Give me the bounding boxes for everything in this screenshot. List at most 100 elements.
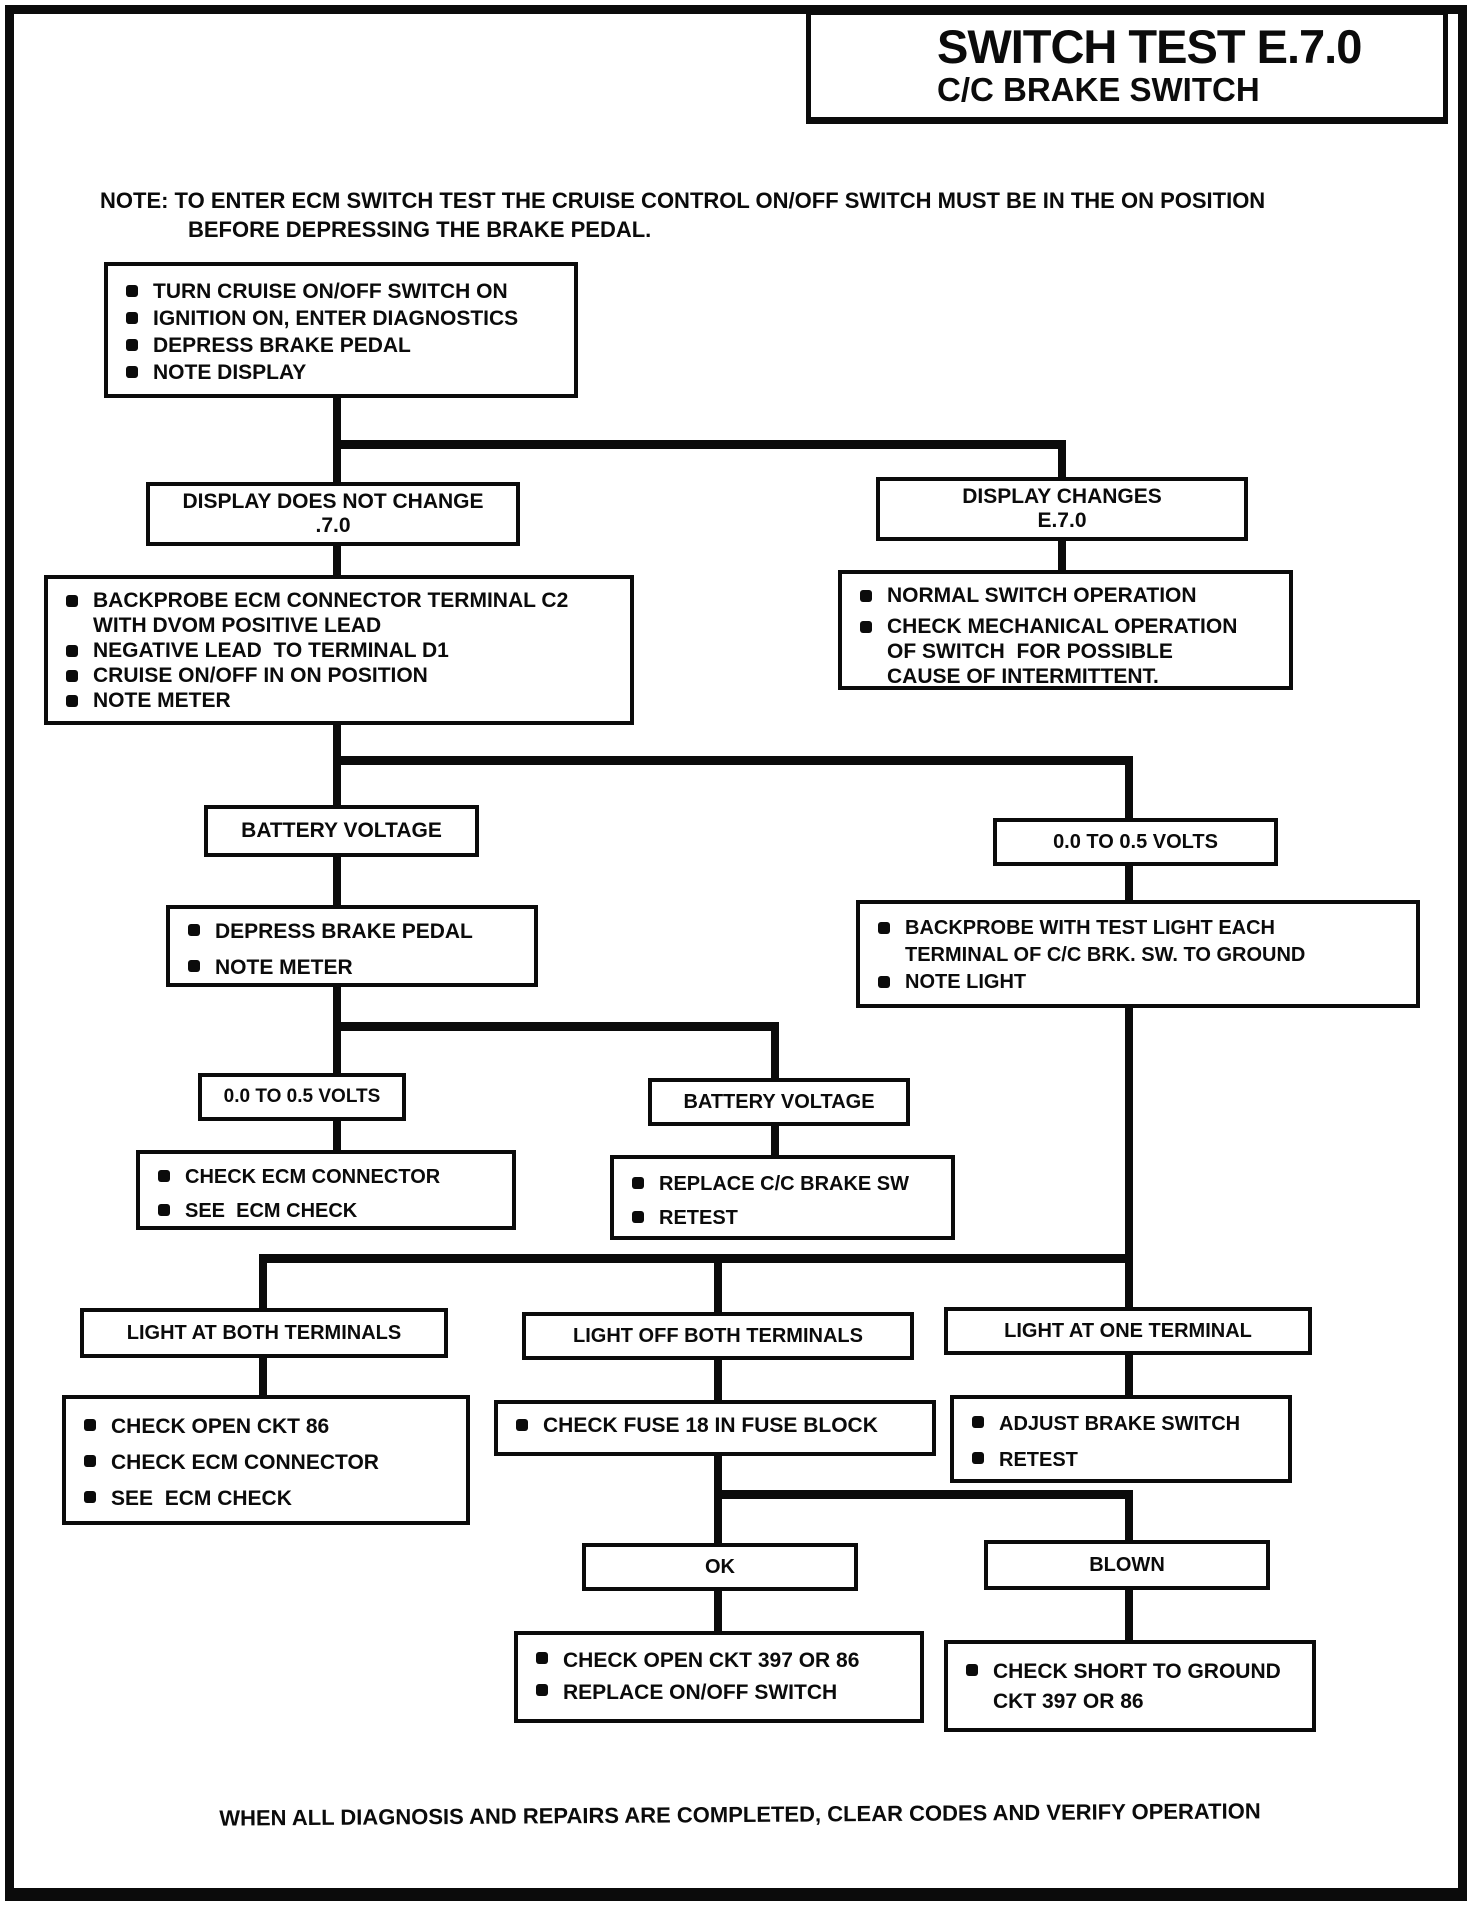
note: NOTE: TO ENTER ECM SWITCH TEST THE CRUIS… — [100, 186, 1265, 244]
bullet-item: NOTE LIGHT — [878, 969, 1402, 996]
connector-line — [1125, 1588, 1133, 1643]
bullet-item: SEE ECM CHECK — [84, 1484, 452, 1514]
bullet-icon — [188, 924, 200, 936]
bullet-icon — [66, 670, 78, 682]
bullet-icon — [632, 1177, 644, 1189]
bullet-item: DEPRESS BRAKE PEDAL — [126, 332, 560, 359]
bullet-icon — [536, 1684, 548, 1696]
bullet-item: RETEST — [972, 1445, 1274, 1475]
node-battery-voltage-2: BATTERY VOLTAGE — [648, 1078, 910, 1126]
bullet-icon — [516, 1419, 528, 1431]
connector-line — [1125, 1254, 1133, 1310]
connector-line — [714, 1358, 722, 1403]
node-depress-brake-pedal: DEPRESS BRAKE PEDAL NOTE METER — [166, 905, 538, 987]
bullet-icon — [126, 285, 138, 297]
node-low-volts-2: 0.0 TO 0.5 VOLTS — [198, 1073, 406, 1121]
connector-line — [259, 1254, 267, 1311]
node-blown: BLOWN — [984, 1540, 1270, 1590]
bullet-item: REPLACE ON/OFF SWITCH — [536, 1677, 906, 1709]
bullet-icon — [158, 1204, 170, 1216]
bullet-item: CHECK ECM CONNECTOR — [158, 1163, 498, 1191]
bullet-item: SEE ECM CHECK — [158, 1197, 498, 1225]
bullet-item: REPLACE C/C BRAKE SW — [632, 1170, 937, 1198]
bullet-item: NEGATIVE LEAD TO TERMINAL D1 — [66, 638, 616, 663]
node-start: TURN CRUISE ON/OFF SWITCH ON IGNITION ON… — [104, 262, 578, 398]
bullet-item: CHECK OPEN CKT 86 — [84, 1412, 452, 1442]
bullet-icon — [972, 1416, 984, 1428]
connector-line — [259, 1356, 267, 1398]
connector-line — [1125, 1353, 1133, 1398]
bullet-icon — [972, 1452, 984, 1464]
bullet-item: CHECK OPEN CKT 397 OR 86 — [536, 1645, 906, 1677]
bullet-item: CRUISE ON/OFF IN ON POSITION — [66, 663, 616, 688]
connector-line — [259, 1254, 1133, 1263]
title-box: SWITCH TEST E.7.0 C/C BRAKE SWITCH — [806, 10, 1448, 124]
bullet-icon — [188, 960, 200, 972]
connector-line — [333, 853, 341, 908]
bullet-icon — [632, 1211, 644, 1223]
node-check-open-ckt-86: CHECK OPEN CKT 86 CHECK ECM CONNECTOR SE… — [62, 1395, 470, 1525]
connector-line — [1058, 539, 1066, 573]
connector-line — [333, 394, 341, 482]
node-check-open-ckt-397: CHECK OPEN CKT 397 OR 86 REPLACE ON/OFF … — [514, 1631, 924, 1723]
connector-line — [714, 1254, 722, 1315]
bullet-icon — [878, 922, 890, 934]
bullet-icon — [878, 976, 890, 988]
bullet-icon — [158, 1170, 170, 1182]
node-check-ecm-connector: CHECK ECM CONNECTOR SEE ECM CHECK — [136, 1150, 516, 1230]
bullet-item: TURN CRUISE ON/OFF SWITCH ON — [126, 278, 560, 305]
node-display-changes: DISPLAY CHANGES E.7.0 — [876, 477, 1248, 541]
bullet-icon — [84, 1419, 96, 1431]
bullet-item: NOTE METER — [66, 688, 616, 713]
bullet-item: DEPRESS BRAKE PEDAL — [188, 917, 520, 947]
connector-line — [1125, 1490, 1133, 1543]
node-battery-voltage-1: BATTERY VOLTAGE — [204, 805, 479, 857]
node-ok: OK — [582, 1543, 858, 1591]
bullet-item: NORMAL SWITCH OPERATION — [860, 583, 1275, 608]
bullet-icon — [66, 595, 78, 607]
connector-line — [333, 1022, 779, 1031]
connector-line — [333, 440, 1066, 449]
bullet-icon — [860, 621, 872, 633]
connector-line — [333, 544, 341, 578]
bullet-item: RETEST — [632, 1204, 937, 1232]
bullet-item: NOTE METER — [188, 953, 520, 983]
connector-line — [771, 1124, 779, 1158]
note-line-2: BEFORE DEPRESSING THE BRAKE PEDAL. — [188, 217, 652, 242]
connector-line — [714, 1589, 722, 1634]
node-low-volts-1: 0.0 TO 0.5 VOLTS — [993, 818, 1278, 866]
node-light-off-both-terminals: LIGHT OFF BOTH TERMINALS — [522, 1312, 914, 1360]
bullet-icon — [966, 1664, 978, 1676]
note-line-1: NOTE: TO ENTER ECM SWITCH TEST THE CRUIS… — [100, 188, 1266, 213]
connector-line — [1058, 440, 1066, 480]
bullet-icon — [536, 1652, 548, 1664]
node-normal-switch-operation: NORMAL SWITCH OPERATION CHECK MECHANICAL… — [838, 570, 1293, 690]
node-light-one-terminal: LIGHT AT ONE TERMINAL — [944, 1307, 1312, 1355]
connector-line — [1125, 864, 1133, 903]
footer-note: WHEN ALL DIAGNOSIS AND REPAIRS ARE COMPL… — [219, 1798, 1261, 1831]
bullet-icon — [66, 645, 78, 657]
page-subtitle: C/C BRAKE SWITCH — [937, 70, 1260, 108]
bullet-icon — [84, 1455, 96, 1467]
node-adjust-brake-switch: ADJUST BRAKE SWITCH RETEST — [950, 1395, 1292, 1483]
node-display-does-not-change: DISPLAY DOES NOT CHANGE .7.0 — [146, 482, 520, 546]
page-title: SWITCH TEST E.7.0 — [937, 20, 1362, 73]
bullet-item: ADJUST BRAKE SWITCH — [972, 1409, 1274, 1439]
connector-line — [333, 756, 1133, 765]
connector-line — [333, 1119, 341, 1153]
bullet-icon — [84, 1491, 96, 1503]
bullet-item: IGNITION ON, ENTER DIAGNOSTICS — [126, 305, 560, 332]
connector-line — [1125, 756, 1133, 821]
bullet-icon — [66, 695, 78, 707]
node-check-fuse-18: CHECK FUSE 18 IN FUSE BLOCK — [494, 1400, 936, 1456]
bullet-item: CHECK ECM CONNECTOR — [84, 1448, 452, 1478]
connector-line — [714, 1454, 722, 1546]
